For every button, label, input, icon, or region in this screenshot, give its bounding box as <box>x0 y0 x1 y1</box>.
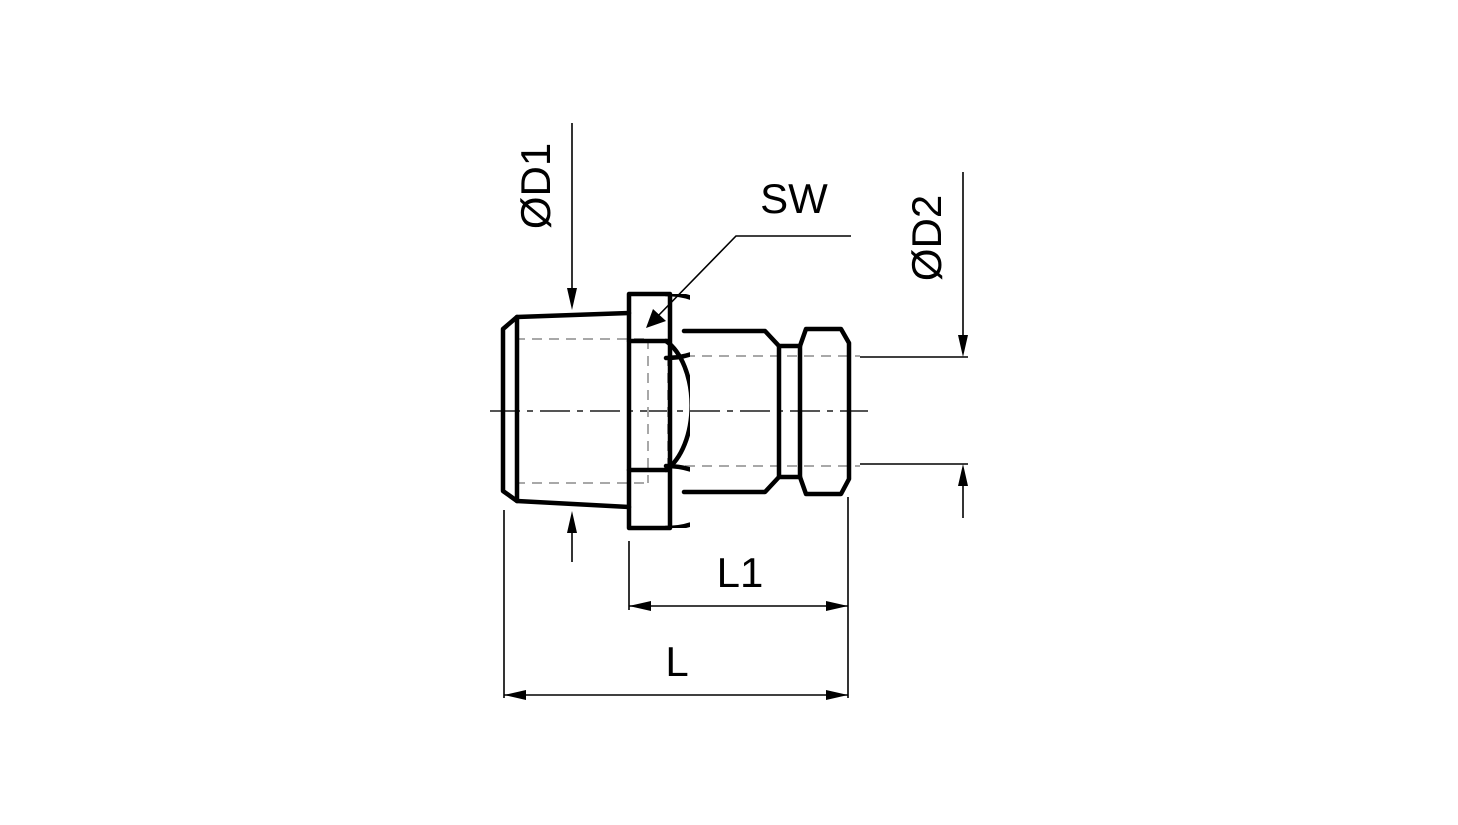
hex-body <box>626 291 690 531</box>
l1-dimension <box>629 601 848 611</box>
male-thread <box>500 310 632 510</box>
l1-label: L1 <box>717 549 764 596</box>
sw-leader <box>646 235 851 328</box>
sw-label: SW <box>760 175 828 222</box>
d2-label: ØD2 <box>903 195 950 281</box>
l-label: L <box>665 638 688 685</box>
plug-shank <box>681 326 852 497</box>
extension-lines <box>503 356 968 698</box>
l-dimension <box>504 690 848 700</box>
d1-dimension <box>567 123 577 562</box>
d1-label: ØD1 <box>512 143 559 229</box>
d2-dimension <box>958 172 968 518</box>
